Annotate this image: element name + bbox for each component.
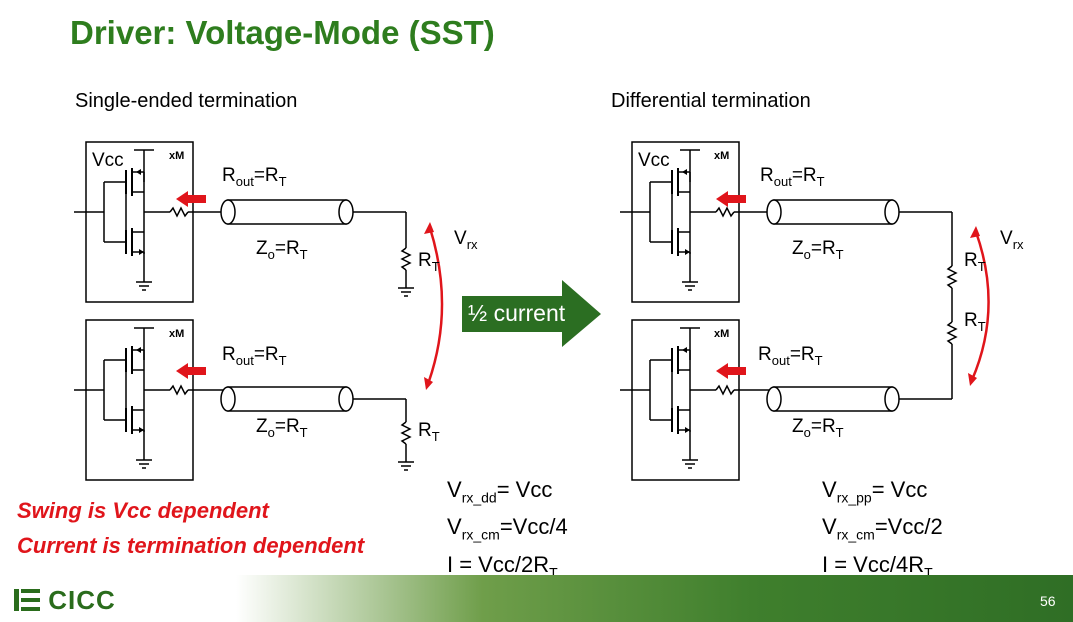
xm-label: xM [169,328,185,340]
eq-current: I = Vcc/2RT [447,551,558,581]
vcc-label: Vcc [638,150,670,171]
vrx-label: Vrx [1000,228,1024,252]
eq-vrx-pp: Vrx_pp= Vcc [822,477,928,506]
cicc-logo: CICC [14,585,116,616]
eq-current: I = Vcc/4RT [822,551,933,581]
half-current-label: ½ current [468,300,566,326]
equations-left: Vrx_dd= Vcc Vrx_cm=Vcc/4 I = Vcc/2RT [447,475,568,587]
rout-label: Rout=RT [222,165,287,189]
zo-label: Zo=RT [256,416,308,440]
xm-label: xM [714,328,730,340]
logo-icon [14,589,40,611]
eq-vrx-dd: Vrx_dd= Vcc [447,477,553,506]
page-number: 56 [1040,593,1056,609]
logo-text: CICC [48,585,116,615]
vrx-label: Vrx [454,228,478,252]
vcc-label: Vcc [92,150,124,171]
left-heading: Single-ended termination [75,90,298,112]
equations-right: Vrx_pp= Vcc Vrx_cm=Vcc/2 I = Vcc/4RT [822,475,943,587]
eq-vrx-cm: Vrx_cm=Vcc/2 [822,514,943,543]
footer-band [0,575,1073,622]
circuit-diagram [73,141,990,481]
eq-vrx-cm: Vrx_cm=Vcc/4 [447,514,568,543]
note-current: Current is termination dependent [17,533,365,558]
right-heading: Differential termination [611,90,811,112]
note-swing: Swing is Vcc dependent [17,498,269,523]
slide-title: Driver: Voltage-Mode (SST) [70,14,495,51]
zo-label: Zo=RT [792,238,844,262]
rt-label: RT [418,420,440,444]
xm-label: xM [714,150,730,162]
rout-label: Rout=RT [758,344,823,368]
rout-label: Rout=RT [222,344,287,368]
rt-label: RT [418,250,440,274]
zo-label: Zo=RT [256,238,308,262]
rout-label: Rout=RT [760,165,825,189]
rt-label: RT [964,250,986,274]
xm-label: xM [169,150,185,162]
rt-label: RT [964,310,986,334]
zo-label: Zo=RT [792,416,844,440]
